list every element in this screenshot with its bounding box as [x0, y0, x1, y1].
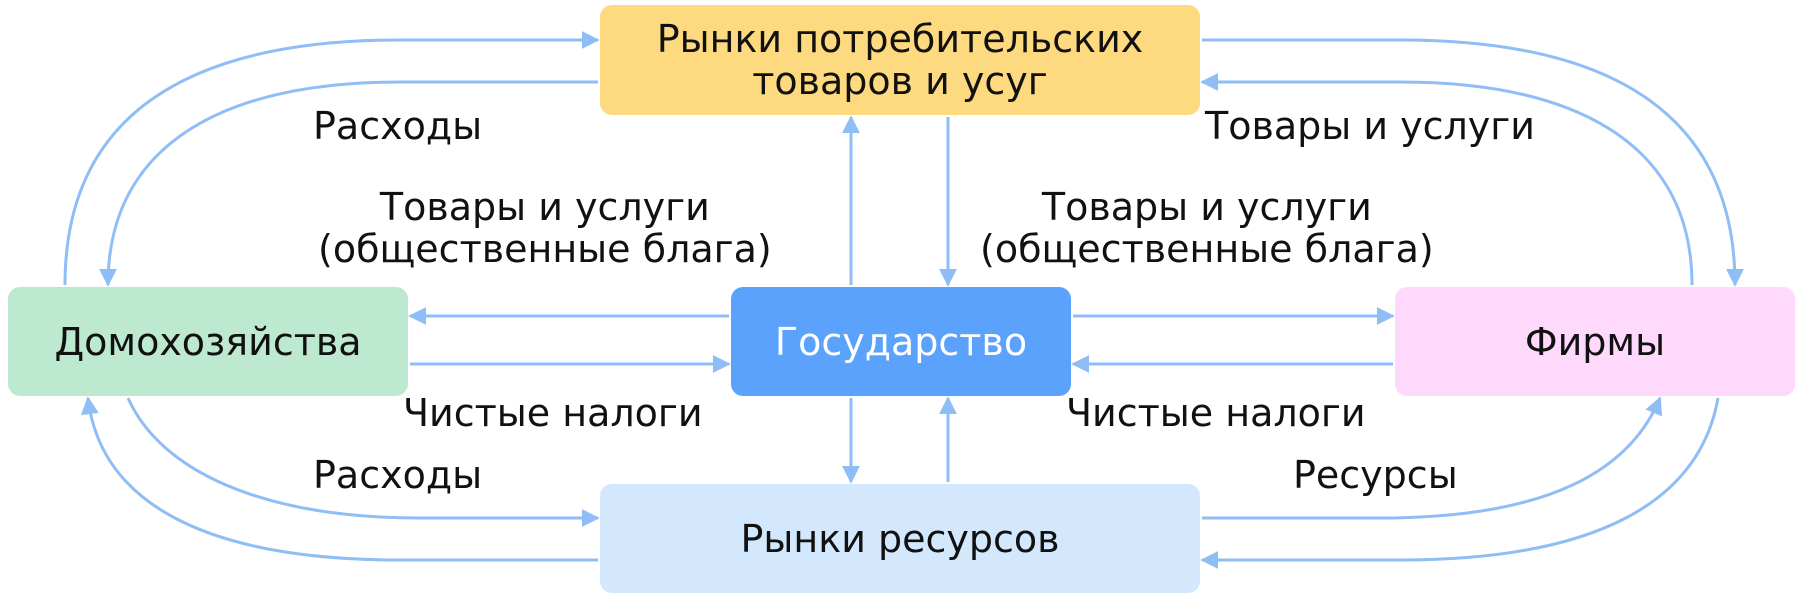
arrow-resource-market-resources-to-firms	[1202, 396, 1663, 520]
spending-label-top: Расходы	[313, 104, 483, 148]
resources-label: Ресурсы	[1293, 453, 1458, 497]
households-label: Домохозяйства	[54, 319, 362, 364]
resource-market-box: Рынки ресурсов	[600, 484, 1200, 593]
consumer-goods-market-line1: Рынки потребительских	[656, 17, 1144, 61]
goods-services-label-top-right: Товары и услуги	[1205, 104, 1535, 148]
spending-label-bottom: Расходы	[313, 453, 483, 497]
arrow-consumer-market-goods-to-households	[99, 80, 598, 287]
arrow-firms-goods-to-consumer-market	[1200, 73, 1694, 286]
arrow-households-spending-to-consumer-market	[63, 31, 600, 286]
public-goods-label-left: Товары и услуги (общественные блага)	[318, 186, 772, 270]
firms-box: Фирмы	[1395, 287, 1795, 396]
arrow-resource-market-income-to-households	[80, 396, 598, 562]
public-goods-right-line2: (общественные блага)	[980, 227, 1434, 271]
resource-market-label: Рынки ресурсов	[740, 516, 1060, 561]
net-taxes-label-left: Чистые налоги	[403, 391, 703, 435]
arrow-consumer-market-revenue-to-firms	[1202, 38, 1744, 287]
net-taxes-label-right: Чистые налоги	[1066, 391, 1366, 435]
government-label: Государство	[774, 319, 1028, 364]
public-goods-left-line1: Товары и услуги	[379, 185, 710, 229]
consumer-goods-market-box: Рынки потребительских товаров и усуг	[600, 5, 1200, 115]
consumer-goods-market-line2: товаров и усуг	[752, 59, 1048, 103]
public-goods-left-line2: (общественные блага)	[318, 227, 772, 271]
households-box: Домохозяйства	[8, 287, 408, 396]
arrow-households-to-resource-market	[126, 397, 600, 527]
government-box: Государство	[731, 287, 1071, 396]
public-goods-right-line1: Товары и услуги	[1041, 185, 1372, 229]
arrow-firms-spending-to-resource-market	[1200, 397, 1720, 569]
public-goods-label-right: Товары и услуги (общественные блага)	[980, 186, 1434, 270]
firms-label: Фирмы	[1524, 319, 1666, 364]
